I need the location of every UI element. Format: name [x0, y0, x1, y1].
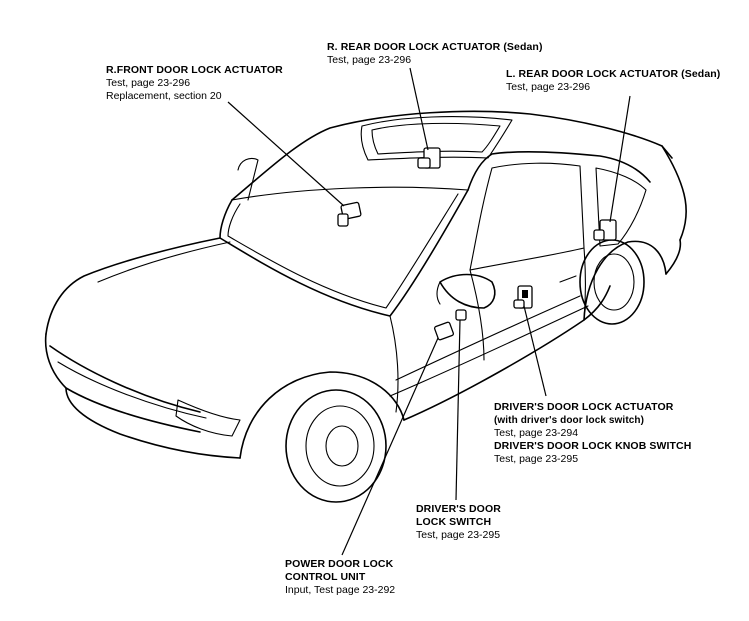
rfront-actuator-test: Test, page 23-296 [106, 77, 191, 89]
lock-switch-callout: DRIVER'S DOOR LOCK SWITCH Test, page 23-… [416, 503, 501, 542]
lock-switch-title-1: DRIVER'S DOOR [416, 503, 501, 515]
lrear-actuator-part [593, 219, 617, 241]
rfront-actuator-title: R.FRONT DOOR LOCK ACTUATOR [106, 64, 283, 76]
driver-actuator-part [513, 285, 533, 309]
control-unit-callout: POWER DOOR LOCK CONTROL UNIT Input, Test… [285, 558, 395, 597]
lock-switch-title-2: LOCK SWITCH [416, 516, 492, 528]
leader-lines [227, 67, 631, 556]
control-unit-title-1: POWER DOOR LOCK [285, 558, 394, 570]
control-unit-input: Input, Test page 23-292 [285, 584, 396, 596]
knob-switch-title: DRIVER'S DOOR LOCK KNOB SWITCH [494, 440, 692, 452]
driver-actuator-title: DRIVER'S DOOR LOCK ACTUATOR [494, 401, 674, 413]
rfront-actuator-replacement: Replacement, section 20 [106, 90, 222, 102]
control-unit-title-2: CONTROL UNIT [285, 571, 366, 583]
lock-switch-test: Test, page 23-295 [416, 529, 501, 541]
driver-actuator-test: Test, page 23-294 [494, 427, 579, 439]
rfront-actuator-part [337, 201, 362, 227]
rfront-actuator-callout: R.FRONT DOOR LOCK ACTUATOR Test, page 23… [106, 64, 283, 103]
rrear-actuator-title: R. REAR DOOR LOCK ACTUATOR (Sedan) [327, 41, 543, 53]
lrear-actuator-test: Test, page 23-296 [506, 81, 591, 93]
lock-switch-part [455, 309, 467, 321]
lrear-actuator-title: L. REAR DOOR LOCK ACTUATOR (Sedan) [506, 68, 721, 80]
driver-actuator-subtitle: (with driver's door lock switch) [494, 415, 645, 426]
control-unit-part [434, 321, 454, 341]
car-body [44, 110, 687, 503]
driver-actuator-callout: DRIVER'S DOOR LOCK ACTUATOR (with driver… [494, 401, 691, 466]
knob-switch-test: Test, page 23-295 [494, 453, 579, 465]
rrear-actuator-test: Test, page 23-296 [327, 54, 412, 66]
lrear-actuator-callout: L. REAR DOOR LOCK ACTUATOR (Sedan) Test,… [506, 68, 720, 94]
rrear-actuator-callout: R. REAR DOOR LOCK ACTUATOR (Sedan) Test,… [327, 41, 543, 67]
rrear-actuator-part [417, 147, 441, 169]
